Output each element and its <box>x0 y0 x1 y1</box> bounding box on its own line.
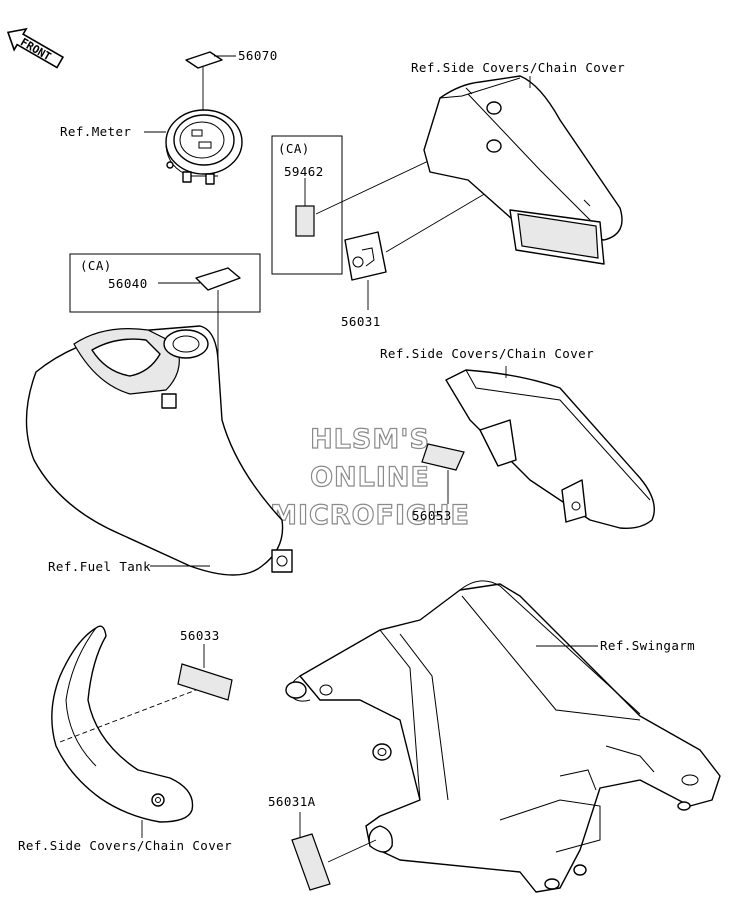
decal-56070 <box>185 51 236 118</box>
watermark: HLSM'S ONLINE MICROFICHE <box>269 423 470 531</box>
callout-56031: 56031 <box>341 314 381 329</box>
decal-56053 <box>421 443 465 504</box>
meter-illustration <box>165 109 243 185</box>
callout-ca-top: (CA) <box>278 141 310 156</box>
callout-ref-meter: Ref.Meter <box>60 124 131 139</box>
fuel-tank-illustration <box>25 325 293 576</box>
callout-56031a: 56031A <box>268 794 316 809</box>
side-cover-bottom-illustration <box>51 625 194 823</box>
ca-box-top <box>271 135 343 275</box>
decal-56031 <box>344 231 387 310</box>
watermark-line-3: MICROFICHE <box>270 500 470 531</box>
callout-56033: 56033 <box>180 628 220 643</box>
callout-56070: 56070 <box>238 48 278 63</box>
side-cover-mid-illustration <box>445 369 655 530</box>
callout-ca-left: (CA) <box>80 258 112 273</box>
watermark-line-1: HLSM'S <box>310 424 430 455</box>
front-label: FRONT <box>18 36 54 64</box>
decal-56033 <box>177 644 233 701</box>
callout-ref-side-covers-mid: Ref.Side Covers/Chain Cover <box>380 346 594 361</box>
watermark-line-2: ONLINE <box>310 462 430 493</box>
ca-box-left <box>69 253 261 380</box>
callout-ref-swingarm: Ref.Swingarm <box>600 638 695 653</box>
callout-59462: 59462 <box>284 164 324 179</box>
callout-ref-side-covers-top: Ref.Side Covers/Chain Cover <box>411 60 625 75</box>
side-cover-top-illustration <box>423 75 623 265</box>
callout-ref-side-covers-bottom: Ref.Side Covers/Chain Cover <box>18 838 232 853</box>
callout-56040: 56040 <box>108 276 148 291</box>
callout-ref-fuel-tank: Ref.Fuel Tank <box>48 559 151 574</box>
front-arrow-icon: FRONT <box>6 27 65 69</box>
swingarm-illustration <box>285 580 721 893</box>
decal-56031a <box>291 812 377 891</box>
callout-56053: 56053 <box>412 508 452 523</box>
